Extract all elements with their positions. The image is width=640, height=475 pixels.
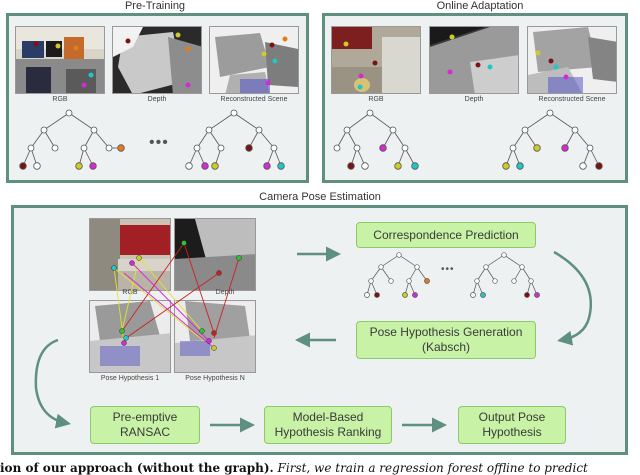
- arrow-correspondence-to-generation: [553, 250, 593, 346]
- hypothesis-ranking-label-1: Model-Based: [292, 410, 364, 424]
- pretraining-rgb-image: [15, 26, 105, 94]
- pose-hyp1-image: [89, 300, 171, 373]
- online-scene-image: [527, 26, 617, 94]
- arrow-hypotheses-to-ransac: [34, 338, 71, 429]
- output-pose-step: Output Pose Hypothesis: [458, 406, 566, 444]
- preemptive-ransac-step: Pre-emptive RANSAC: [90, 406, 200, 444]
- flow-arrows: [34, 246, 593, 433]
- correspondence-lines: [111, 240, 242, 351]
- pretraining-ellipsis: •••: [149, 134, 169, 151]
- hypothesis-ranking-step: Model-Based Hypothesis Ranking: [264, 406, 392, 444]
- hypothesis-ranking-label-2: Hypothesis Ranking: [274, 425, 382, 439]
- preemptive-ransac-label-2: RANSAC: [119, 425, 170, 439]
- online-rgb-image: [331, 26, 421, 94]
- pose-hypothesis-generation-sublabel: (Kabsch): [421, 340, 471, 354]
- pretraining-depth-image: [112, 26, 202, 94]
- online-title: Online Adaptation: [436, 0, 524, 12]
- pose-title: Camera Pose Estimation: [259, 191, 381, 203]
- pose-hypN-caption: Pose Hypothesis N: [185, 375, 245, 382]
- output-pose-label-1: Output Pose: [478, 410, 546, 424]
- pose-rgb-caption: RGB: [122, 289, 138, 296]
- pose-ellipsis: •••: [441, 264, 455, 275]
- correspondence-prediction-step: Correspondence Prediction: [356, 222, 536, 248]
- online-rgb-caption: RGB: [368, 96, 384, 103]
- correspondence-prediction-label: Correspondence Prediction: [373, 227, 519, 242]
- pose-trees: [364, 252, 540, 298]
- preemptive-ransac-label-1: Pre-emptive: [112, 410, 178, 424]
- pose-hypothesis-generation-label: Pose Hypothesis Generation: [369, 325, 523, 339]
- pose-hypothesis-generation-step: Pose Hypothesis Generation (Kabsch): [356, 321, 536, 359]
- pose-hyp1-caption: Pose Hypothesis 1: [100, 375, 160, 382]
- pretraining-scene-caption: Reconstructed Scene: [220, 96, 288, 103]
- pose-panel: RGB Depth Pose Hypothesis 1 Pose Hypothe…: [11, 205, 628, 455]
- pretraining-title: Pre-Training: [124, 0, 186, 12]
- pretraining-depth-caption: Depth: [147, 96, 167, 103]
- pose-depth-image: [174, 218, 256, 291]
- online-depth-caption: Depth: [464, 96, 484, 103]
- online-panel: RGB Depth Reconstructed Scene: [322, 13, 628, 183]
- online-trees: [333, 109, 603, 170]
- pretraining-scene-image: [209, 26, 299, 94]
- pretraining-panel: RGB Depth Reconstructed Scene: [6, 13, 309, 183]
- online-depth-image: [429, 26, 519, 94]
- figure-caption-italic: First, we train a regression forest offl…: [273, 461, 588, 475]
- figure-caption: ion of our approach (without the graph).…: [0, 461, 640, 475]
- output-pose-label-2: Hypothesis: [482, 425, 542, 439]
- figure-caption-bold: ion of our approach (without the graph).: [0, 461, 274, 475]
- pretraining-trees: [19, 109, 285, 170]
- pose-depth-caption: Depth: [215, 289, 235, 296]
- pretraining-rgb-caption: RGB: [52, 96, 68, 103]
- online-scene-caption: Reconstructed Scene: [538, 96, 606, 103]
